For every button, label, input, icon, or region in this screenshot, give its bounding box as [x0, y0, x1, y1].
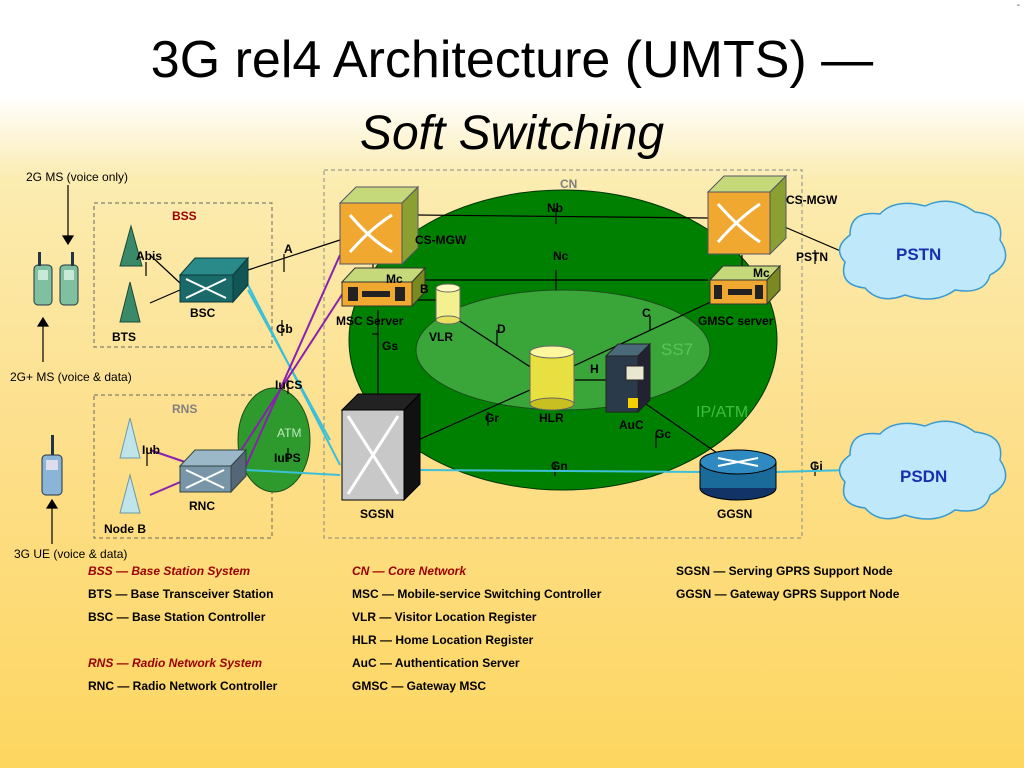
- cs-mgw-right-icon: [706, 174, 788, 256]
- legend-bsc: BSC — Base Station Controller: [88, 610, 266, 624]
- cs-mgw-right-label: CS-MGW: [786, 193, 838, 207]
- iups-interface-label: IuPS: [274, 451, 301, 465]
- bts-label: BTS: [112, 330, 136, 344]
- cn-box: [323, 169, 803, 539]
- msc-server-label: MSC Server: [336, 314, 404, 328]
- cs-mgw-left-label: CS-MGW: [415, 233, 467, 247]
- abis-label: Abis: [136, 249, 163, 263]
- legend-hlr: HLR — Home Location Register: [352, 633, 534, 647]
- node-b-icon: [119, 417, 141, 514]
- slide-subtitle: Soft Switching: [359, 107, 665, 160]
- bsc-icon: [178, 256, 250, 304]
- nc-interface-label: Nc: [553, 249, 569, 263]
- legend-auc: AuC — Authentication Server: [352, 656, 520, 670]
- cs-mgw-left-icon: [338, 185, 420, 266]
- rns-label: RNS: [172, 402, 198, 416]
- legend-msc: MSC — Mobile-service Switching Controlle…: [352, 587, 602, 601]
- rnc-label: RNC: [189, 499, 215, 513]
- gmsc-server-label: GMSC server: [698, 314, 774, 328]
- psdn-cloud-icon: [838, 420, 1007, 520]
- ue-3g-label: 3G UE (voice & data): [14, 547, 128, 561]
- bss-label: BSS: [172, 209, 197, 223]
- legend-vlr: VLR — Visitor Location Register: [352, 610, 537, 624]
- mc-left-label: Mc: [386, 272, 403, 286]
- legend-cn: CN — Core Network: [352, 564, 467, 578]
- iub-label: Iub: [142, 443, 160, 457]
- vlr-label: VLR: [429, 330, 453, 344]
- ms-2g-label: 2G MS (voice only): [26, 170, 129, 184]
- msc-server-icon: [340, 266, 427, 308]
- pstn-cloud-label: PSTN: [896, 245, 942, 264]
- sgsn-label: SGSN: [360, 507, 395, 521]
- c-interface-label: C: [642, 306, 651, 320]
- rnc-icon: [178, 448, 248, 494]
- b-interface-label: B: [420, 282, 429, 296]
- gmsc-server-icon: [708, 264, 782, 306]
- legend-bss: BSS — Base Station System: [88, 564, 251, 578]
- vlr-icon: [435, 283, 461, 325]
- gr-interface-label: Gr: [485, 411, 500, 425]
- legend-sgsn: SGSN — Serving GPRS Support Node: [676, 564, 893, 578]
- legend-bts: BTS — Base Transceiver Station: [88, 587, 274, 601]
- rns-box: [93, 394, 273, 539]
- pstn-interface-label: PSTN: [796, 250, 829, 264]
- legend-gmsc: GMSC — Gateway MSC: [352, 679, 487, 693]
- gs-interface-label: Gs: [382, 339, 399, 353]
- node-b-label: Node B: [104, 522, 146, 536]
- auc-label: AuC: [619, 418, 644, 432]
- gb-interface-label: Gb: [276, 322, 293, 336]
- ss7-label: SS7: [661, 340, 694, 359]
- atm-ellipse: [237, 387, 311, 493]
- hlr-icon: [529, 345, 575, 411]
- ggsn-icon: [699, 449, 777, 501]
- mobile-phone-icon: [33, 252, 79, 496]
- gc-interface-label: Gc: [655, 427, 672, 441]
- legend-ggsn: GGSN — Gateway GPRS Support Node: [676, 587, 900, 601]
- d-interface-label: D: [497, 322, 506, 336]
- a-interface-label: A: [284, 242, 293, 256]
- gn-interface-label: Gn: [551, 459, 568, 473]
- ip-atm-label: IP/ATM: [696, 404, 749, 421]
- bts-icon: [119, 224, 143, 323]
- ggsn-label: GGSN: [717, 507, 753, 521]
- legend-rnc: RNC — Radio Network Controller: [88, 679, 278, 693]
- atm-label: ATM: [277, 426, 302, 440]
- corner-mark: -: [1016, 0, 1020, 11]
- ms-2gplus-label: 2G+ MS (voice & data): [10, 370, 132, 384]
- h-interface-label: H: [590, 362, 599, 376]
- psdn-cloud-label: PSDN: [900, 467, 948, 486]
- auc-icon: [604, 342, 652, 414]
- mc-right-label: Mc: [753, 266, 770, 280]
- hlr-label: HLR: [539, 411, 564, 425]
- cn-label: CN: [560, 177, 578, 191]
- pstn-cloud-icon: [838, 200, 1007, 300]
- sgsn-icon: [340, 392, 422, 502]
- nb-interface-label: Nb: [547, 201, 563, 215]
- iucs-interface-label: IuCS: [275, 378, 303, 392]
- legend-rns: RNS — Radio Network System: [88, 656, 263, 670]
- slide-title: 3G rel4 Architecture (UMTS) —: [150, 31, 874, 89]
- gi-interface-label: Gi: [810, 459, 823, 473]
- bsc-label: BSC: [190, 306, 216, 320]
